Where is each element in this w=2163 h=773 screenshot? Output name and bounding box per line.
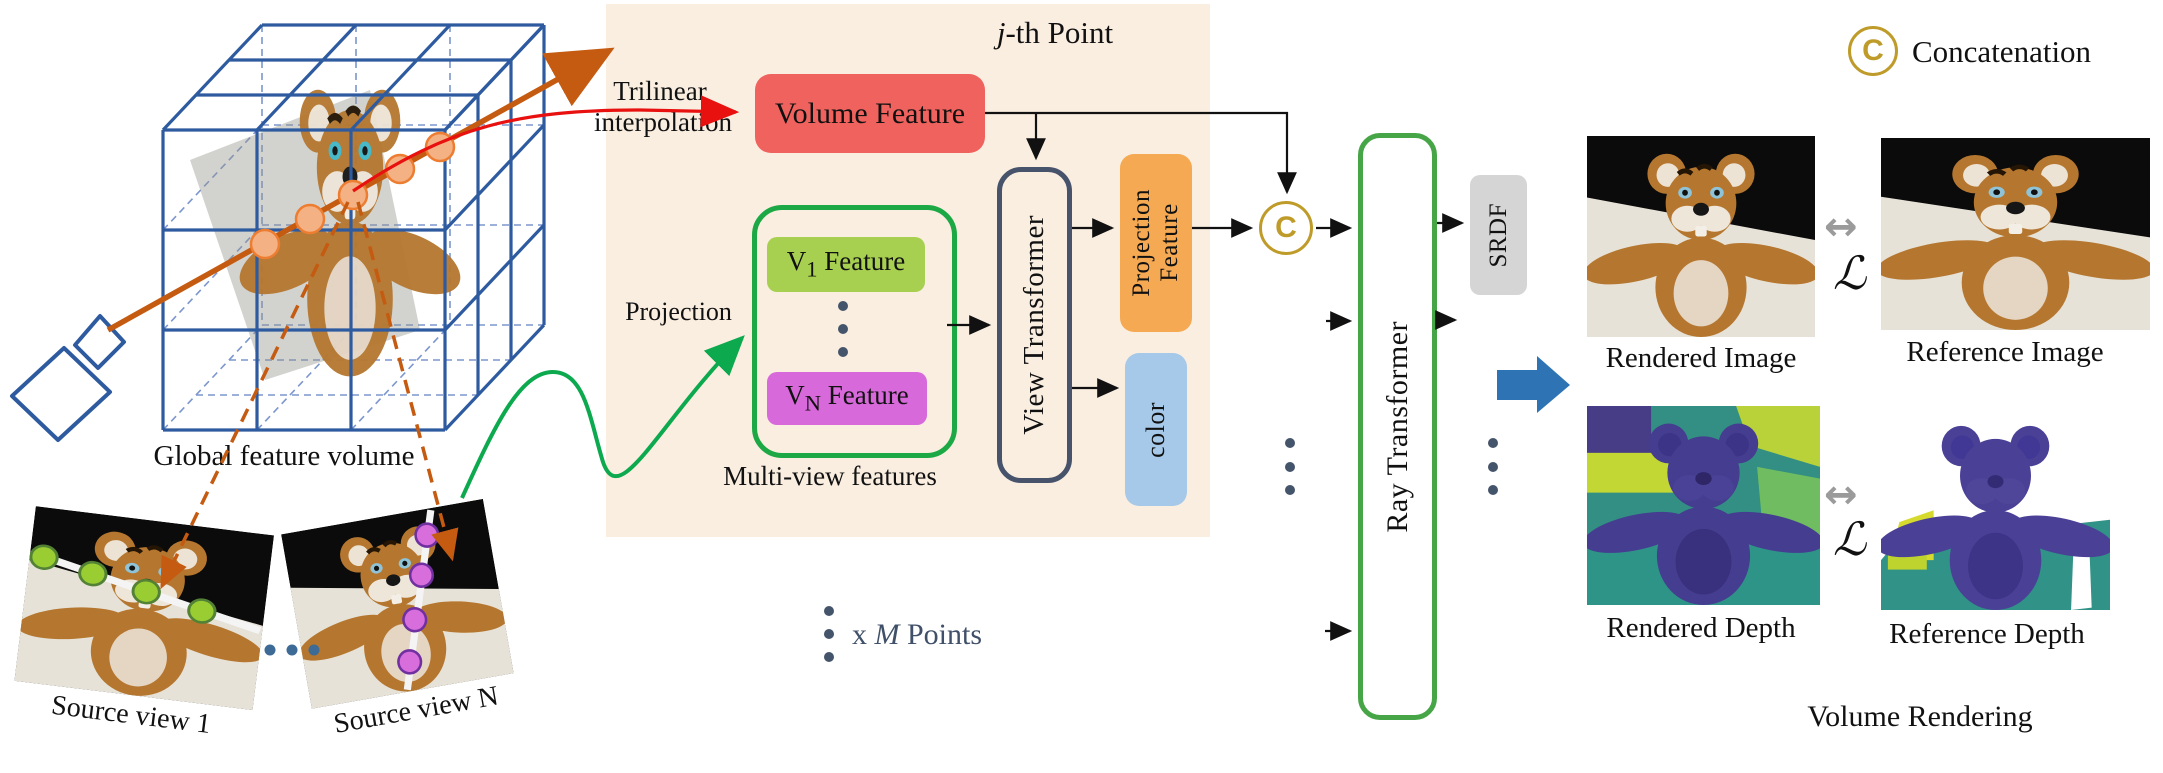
multiview-caption: Multi-view features xyxy=(723,461,937,491)
loss-symbol-image: ℒ xyxy=(1833,248,1867,299)
panel-title-rest: -th Point xyxy=(1005,15,1114,50)
points-multiplier: x M Points xyxy=(852,618,983,651)
reference-image xyxy=(1881,138,2150,330)
feature-volume-cube xyxy=(161,23,546,432)
points-vdots xyxy=(824,606,834,662)
ray-sample-point xyxy=(337,179,369,211)
views-ellipsis-dot xyxy=(264,644,276,656)
ray-ellipsis-dot xyxy=(1285,438,1295,448)
volume-rendering-caption: Volume Rendering xyxy=(1807,700,2033,733)
view-transformer-box: View Transformer xyxy=(997,167,1072,483)
reference-depth xyxy=(1881,408,2110,610)
ray-sample-point xyxy=(424,131,456,163)
panel-title-var: j xyxy=(996,15,1006,50)
ray-ellipsis-dot xyxy=(1488,438,1498,448)
ray-ellipsis-dot xyxy=(1488,485,1498,495)
rendered-image xyxy=(1587,136,1815,337)
rendered-depth xyxy=(1587,406,1820,605)
panel-title: j-th Point xyxy=(945,15,1165,51)
camera-icon xyxy=(10,314,126,442)
projection-label: Projection xyxy=(625,297,732,326)
views-ellipsis-dot xyxy=(286,644,298,656)
projection-ray-viewN xyxy=(356,201,459,562)
ray-sample-point xyxy=(294,203,326,235)
reference-image-caption: Reference Image xyxy=(1906,336,2104,368)
ray-ellipsis-dot xyxy=(1285,462,1295,472)
volume-feature-box: Volume Feature xyxy=(755,74,985,153)
source-view-n: Source view N xyxy=(281,498,520,744)
rendered-depth-caption: Rendered Depth xyxy=(1606,612,1796,644)
compare-arrow-image: ↔ xyxy=(1824,204,1858,250)
reference-depth-caption: Reference Depth xyxy=(1889,618,2085,650)
source-view-n-photo xyxy=(281,498,514,709)
ray-ellipsis-dot xyxy=(1285,485,1295,495)
legend-concat-icon: C xyxy=(1848,26,1898,76)
projection-feature-box: Projection Feature xyxy=(1120,154,1192,332)
source-view-1-photo xyxy=(14,506,275,711)
table-plane xyxy=(190,90,420,380)
ray-ellipsis-dot xyxy=(1488,462,1498,472)
color-box: color xyxy=(1125,353,1187,506)
ray-sample-point xyxy=(384,153,416,185)
ray-transformer-box: Ray Transformer xyxy=(1358,133,1437,720)
vn-feature-box: VN Feature xyxy=(767,372,927,425)
rendered-image-caption: Rendered Image xyxy=(1605,342,1797,374)
trilinear-interpolation-label: Trilinear interpolation xyxy=(594,76,732,137)
point-cloud-bear xyxy=(239,89,461,377)
loss-symbol-depth: ℒ xyxy=(1833,514,1867,565)
source-view-1: Source view 1 xyxy=(10,506,275,746)
srdf-box: SRDF xyxy=(1470,175,1527,295)
v1-feature-box: V1 Feature xyxy=(767,237,925,292)
multiview-container xyxy=(752,205,957,458)
concatenation-node: C xyxy=(1259,201,1313,255)
legend-label: Concatenation xyxy=(1912,34,2092,69)
camera-ray-arrow xyxy=(106,47,615,333)
ray-sample-point xyxy=(249,228,281,260)
feature-vdots xyxy=(838,301,848,357)
compare-arrow-depth: ↔ xyxy=(1824,472,1858,518)
volume-caption: Global feature volume xyxy=(153,440,415,472)
flow-arrow-icon xyxy=(1497,356,1570,413)
